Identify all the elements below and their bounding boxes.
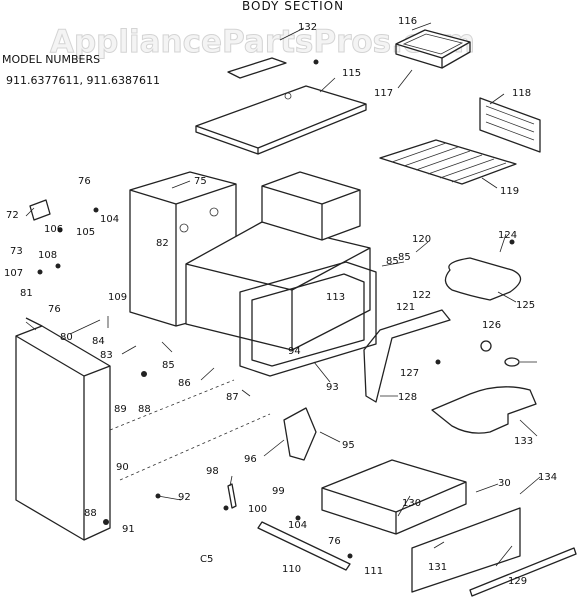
spring-97 <box>227 483 237 509</box>
part-label: 113 <box>326 292 345 303</box>
part-label: 76 <box>328 536 341 547</box>
part-label: 115 <box>342 68 361 79</box>
footer-code: C5 <box>200 554 213 565</box>
screw-111 <box>347 553 353 559</box>
part-label: 83 <box>100 350 113 361</box>
part-label: 108 <box>38 250 57 261</box>
screw-106 <box>57 227 63 233</box>
part-label: 120 <box>412 234 431 245</box>
part-label: 73 <box>10 246 23 257</box>
part-label: 131 <box>428 562 447 573</box>
bracket-126 <box>363 309 451 403</box>
pin-81 <box>25 317 43 327</box>
back-panel-113 <box>195 57 367 155</box>
part-label: 106 <box>44 224 63 235</box>
part-label: 118 <box>512 88 531 99</box>
part-label: 104 <box>288 520 307 531</box>
part-label: 107 <box>4 268 23 279</box>
part-label: 96 <box>244 454 257 465</box>
part-label: 125 <box>516 300 535 311</box>
part-label: 87 <box>226 392 239 403</box>
part-label: 127 <box>400 368 419 379</box>
screw-125 <box>435 359 441 365</box>
diagram-title: BODY SECTION <box>242 0 344 13</box>
leader-lines <box>25 22 541 567</box>
part-label: 132 <box>298 22 317 33</box>
bushing-124 <box>480 340 492 352</box>
part-label: 126 <box>482 320 501 331</box>
oven-rack-117 <box>379 139 517 185</box>
part-label: 105 <box>76 227 95 238</box>
part-label: 30 <box>498 478 511 489</box>
part-label: 84 <box>92 336 105 347</box>
part-label: 88 <box>84 508 97 519</box>
hinge-96 <box>283 407 317 461</box>
part-label: 133 <box>514 436 533 447</box>
screw-76 <box>93 207 99 213</box>
plate-72 <box>29 199 51 221</box>
part-label: 85 <box>386 256 399 267</box>
part-label: 124 <box>498 230 517 241</box>
drawer-front-132 <box>411 507 521 593</box>
part-label: 72 <box>6 210 19 221</box>
part-label: 82 <box>156 238 169 249</box>
part-label: 92 <box>178 492 191 503</box>
part-label: 88 <box>138 404 151 415</box>
part-label: 122 <box>412 290 431 301</box>
screw-88b <box>103 519 109 525</box>
part-label: 119 <box>500 186 519 197</box>
part-labels: 132 115 116 117 118 119 75 76 72 73 106 … <box>4 16 557 587</box>
part-label: 94 <box>288 346 301 357</box>
panel-116 <box>479 97 541 153</box>
part-label: 85 <box>162 360 175 371</box>
part-label: 117 <box>374 88 393 99</box>
part-label: 76 <box>48 304 61 315</box>
screw-121 <box>509 239 515 245</box>
part-label: 109 <box>108 292 127 303</box>
trim-strip-133 <box>469 547 577 597</box>
oven-cavity <box>185 171 371 351</box>
part-label: 89 <box>114 404 127 415</box>
part-label: 85 <box>398 252 411 263</box>
part-label: 116 <box>398 16 417 27</box>
part-label: 91 <box>122 524 135 535</box>
screw-108 <box>55 263 61 269</box>
broil-element-128 <box>431 386 537 434</box>
part-label: 111 <box>364 566 383 577</box>
part-label: 104 <box>100 214 119 225</box>
model-label: MODEL NUMBERS <box>2 53 100 66</box>
part-label: 80 <box>60 332 73 343</box>
part-label: 129 <box>508 576 527 587</box>
part-label: 75 <box>194 176 207 187</box>
part-label: 95 <box>342 440 355 451</box>
bake-element-122 <box>444 257 522 301</box>
drawer-130 <box>321 459 467 535</box>
part-label: 110 <box>282 564 301 575</box>
model-numbers: 911.6377611, 911.6387611 <box>6 74 160 87</box>
front-frame-87 <box>239 261 377 377</box>
part-label: 99 <box>272 486 285 497</box>
part-label: 90 <box>116 462 129 473</box>
screw-107 <box>37 269 43 275</box>
part-label: 128 <box>398 392 417 403</box>
screw-88 <box>141 371 147 377</box>
knob-134 <box>504 357 520 367</box>
part-label: 93 <box>326 382 339 393</box>
part-label: 121 <box>396 302 415 313</box>
screw-100 <box>295 515 301 521</box>
part-label: 130 <box>402 498 421 509</box>
part-label: 86 <box>178 378 191 389</box>
screw-99 <box>223 505 229 511</box>
part-label: 81 <box>20 288 33 299</box>
part-label: 98 <box>206 466 219 477</box>
rail-110 <box>257 521 351 571</box>
tray-114 <box>395 29 471 69</box>
part-label: 100 <box>248 504 267 515</box>
part-label: 134 <box>538 472 557 483</box>
screw-30 <box>313 59 319 65</box>
part-label: 76 <box>78 176 91 187</box>
